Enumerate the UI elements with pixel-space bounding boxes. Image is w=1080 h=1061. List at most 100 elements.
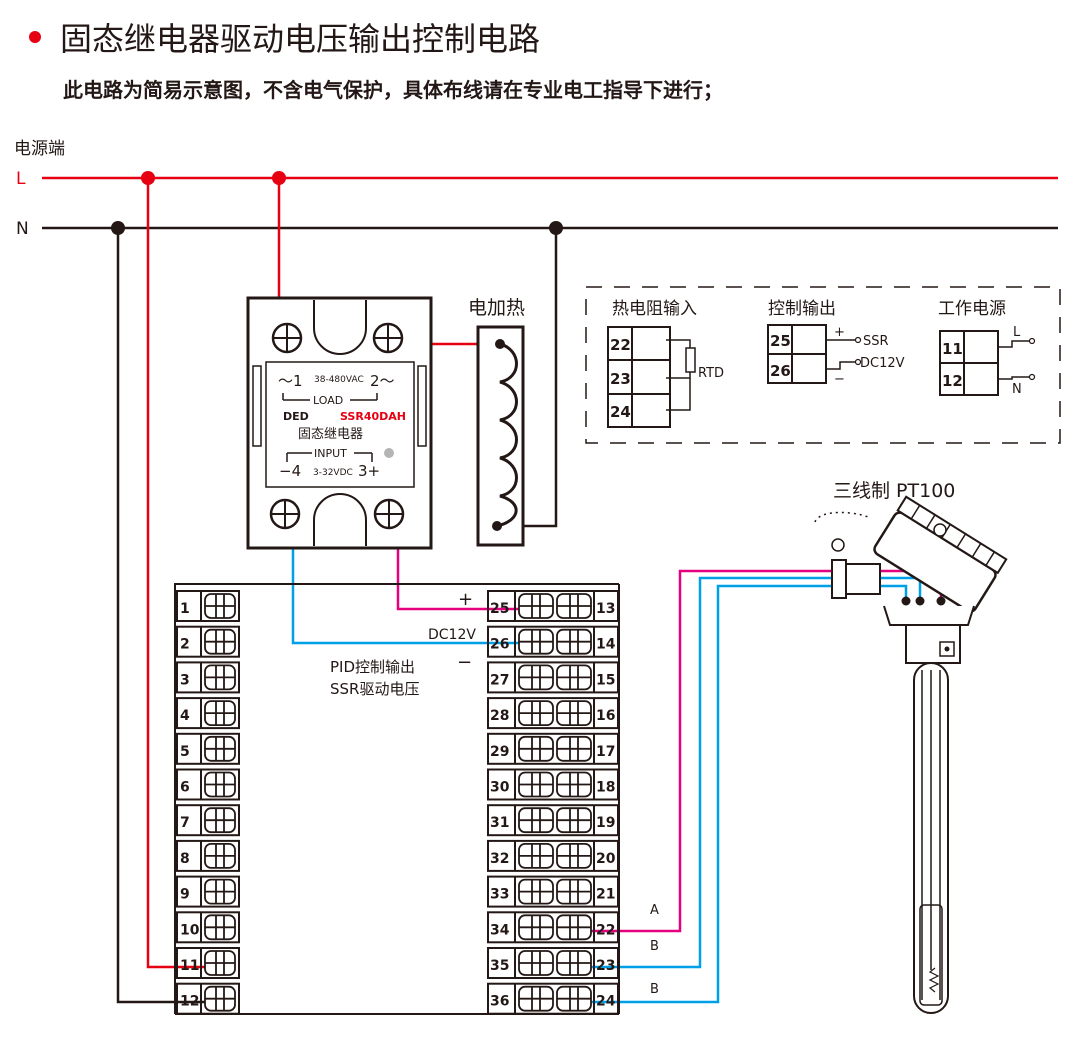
left-terminal-number: 6 [180, 780, 190, 796]
right-terminal-number: 23 [596, 958, 615, 974]
terminal-screw-icon [518, 593, 554, 619]
wire-pt100-b-to-23 [584, 576, 922, 969]
wire-b2-label: B [650, 982, 659, 997]
right-terminal-number: 16 [596, 708, 615, 724]
left-terminal-number: 5 [180, 744, 190, 760]
terminal-screw-icon [556, 664, 592, 691]
legend-rtd-terminal-23: 23 [610, 370, 631, 388]
terminal-screw-icon [204, 950, 236, 976]
terminal-screw-icon [556, 735, 592, 762]
right-terminal-number: 18 [596, 780, 615, 796]
relay-input-voltage-label: 3-32VDC [313, 468, 353, 478]
left-terminal-number: 2 [180, 637, 190, 653]
left-terminal-number: 8 [180, 851, 190, 867]
terminal-screw-icon [518, 843, 554, 869]
terminal-cell [176, 768, 240, 801]
terminal-screw-icon [556, 950, 592, 976]
mid-terminal-number: 33 [490, 887, 509, 903]
mid-terminal-number: 25 [490, 601, 509, 617]
terminal-cell [487, 697, 619, 730]
right-terminal-number: 13 [596, 601, 615, 617]
terminal-cell [487, 875, 619, 908]
terminal-screw-icon [518, 807, 554, 834]
controller-minus-label: − [457, 652, 472, 673]
legend-rtd-label: RTD [698, 366, 724, 381]
right-terminal-number: 14 [596, 637, 616, 653]
terminal-screw-icon [556, 914, 592, 941]
left-terminal-number: 4 [180, 708, 190, 724]
terminal-screw-icon [556, 985, 592, 1012]
relay-brand-label: DED [283, 410, 309, 423]
mid-terminal-number: 36 [490, 994, 509, 1010]
relay-input-label: INPUT [314, 447, 347, 460]
terminal-cell [487, 590, 619, 622]
legend-rtd-terminal-24: 24 [610, 403, 631, 421]
relay-t4-label: −4 [279, 462, 301, 480]
legend-power-terminal-11: 11 [942, 340, 963, 358]
terminal-screw-icon [556, 700, 592, 726]
left-terminal-number: 3 [180, 672, 190, 688]
mid-terminal-number: 30 [490, 780, 510, 796]
terminal-screw-icon [556, 878, 592, 905]
terminal-cell [487, 732, 619, 765]
relay-voltage-label: 38-480VAC [314, 375, 364, 385]
legend-rtd-terminal-22: 22 [610, 336, 631, 354]
left-terminal-number: 1 [180, 601, 190, 617]
terminal-screw-icon [556, 807, 592, 834]
sensor-terminal-dot [901, 596, 911, 606]
junction-dot [492, 521, 502, 531]
terminal-screw-icon [204, 771, 236, 798]
legend-power-title: 工作电源 [938, 299, 1006, 319]
relay-t2-label: 2～ [370, 372, 395, 390]
terminal-cell [176, 590, 240, 622]
legend-box [585, 286, 1061, 444]
wire-relay-plus-to-25 [396, 527, 525, 611]
terminal-screw-icon [204, 985, 236, 1012]
right-terminal-number: 21 [596, 887, 615, 903]
relay-t1-label: ～1 [278, 372, 303, 390]
sensor-terminal-dot [915, 596, 925, 606]
terminal-screw-icon [556, 771, 592, 798]
heater-label: 电加热 [468, 297, 525, 319]
wire-pt100-b-to-24 [584, 584, 908, 1004]
legend-power-terminals [939, 330, 1036, 396]
terminal-screw-icon [518, 628, 554, 655]
pt100-sensor [814, 495, 1008, 1014]
relay-terminal-2 [372, 322, 404, 354]
relay-terminal-3 [373, 498, 405, 530]
mid-terminal-number: 35 [490, 958, 509, 974]
page-subtitle: 此电路为简易示意图，不含电气保护，具体布线请在专业电工指导下进行； [63, 78, 723, 102]
terminal-screw-icon [204, 807, 236, 834]
terminal-cell [487, 947, 619, 979]
page-title: 固态继电器驱动电压输出控制电路 [60, 20, 540, 58]
terminal-screw-icon [204, 735, 236, 762]
mid-terminal-number: 32 [490, 851, 509, 867]
relay-terminal-4 [269, 498, 301, 530]
controller-dc12v-label: DC12V [428, 627, 476, 643]
right-terminal-number: 20 [596, 851, 616, 867]
mid-terminal-number: 34 [490, 922, 510, 938]
legend-rtd-resistor-icon [666, 339, 696, 411]
terminal-cell [176, 625, 240, 658]
terminal-cell [176, 732, 240, 765]
controller-pid-label: PID控制输出 [330, 658, 415, 676]
terminal-screw-icon [556, 628, 592, 655]
terminal-screw-icon [204, 878, 236, 905]
terminal-screw-icon [204, 914, 236, 941]
legend-rtd-terminals [607, 326, 671, 428]
terminal-cell [487, 804, 619, 837]
terminal-screw-icon [556, 843, 592, 869]
terminal-cell [176, 875, 240, 908]
mid-terminal-number: 31 [490, 815, 509, 831]
legend-ssr-label: SSR [863, 334, 889, 349]
legend-control-terminals [767, 324, 862, 384]
terminal-cell [176, 911, 240, 944]
legend-plus: + [834, 325, 845, 340]
mid-terminal-number: 28 [490, 708, 509, 724]
sensor-label: 三线制 PT100 [833, 480, 955, 502]
mid-terminal-number: 29 [490, 744, 509, 760]
terminal-screw-icon [518, 878, 554, 905]
wire-b1-label: B [650, 939, 659, 954]
